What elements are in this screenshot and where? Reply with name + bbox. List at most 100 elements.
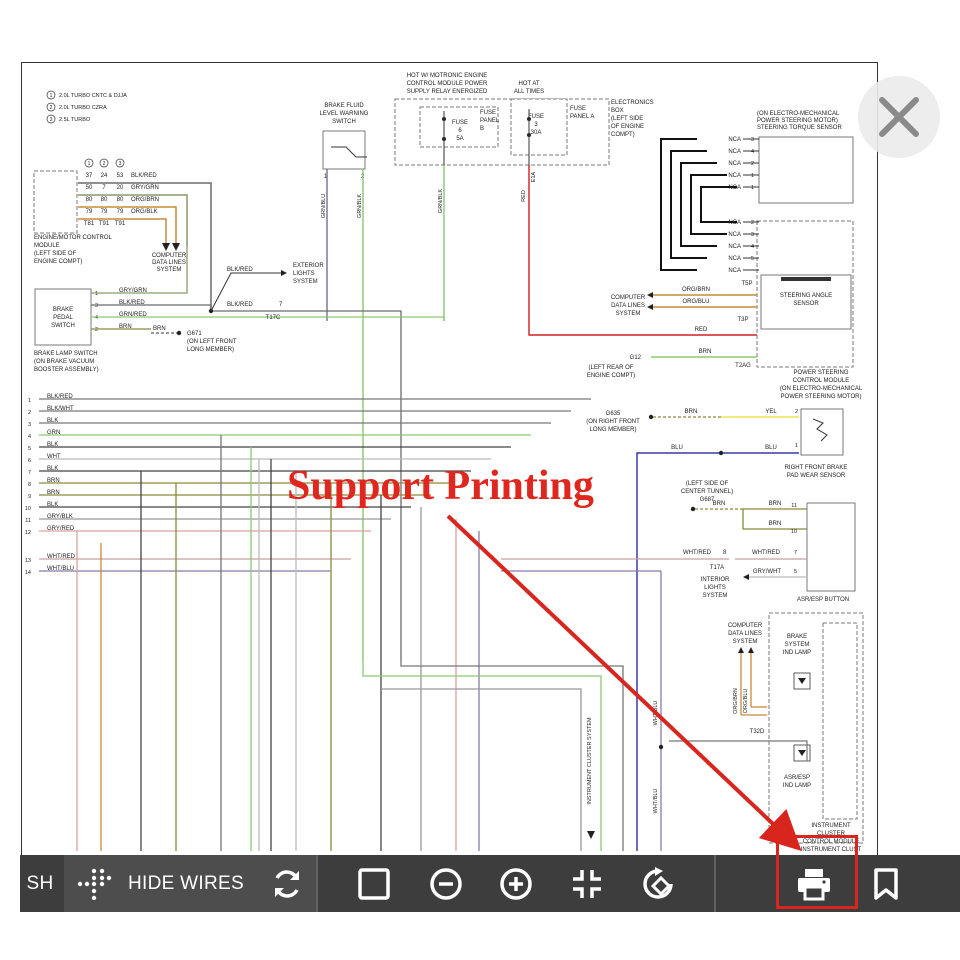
wire-org-brn bbox=[78, 206, 177, 247]
hide-wires-button[interactable]: HIDE WIRES bbox=[76, 855, 256, 912]
fuse-panel-b-label: FUSE bbox=[480, 110, 496, 116]
shrink-icon bbox=[573, 869, 601, 898]
arrow-head bbox=[748, 647, 754, 653]
bus-wire-number: 5 bbox=[28, 446, 31, 452]
hot-motronic-label: CONTROL MODULE POWER bbox=[407, 81, 488, 87]
zoom-in-button[interactable] bbox=[494, 855, 538, 912]
bus-wire-number: 4 bbox=[28, 434, 31, 440]
left-rear-label: ENGINE COMPT) bbox=[587, 373, 635, 379]
fuse-b-label: FUSE bbox=[528, 114, 544, 120]
hot-at-label: HOT AT bbox=[518, 81, 539, 87]
refresh-button[interactable] bbox=[265, 855, 309, 912]
ecm-pin-value: T81 bbox=[84, 221, 95, 227]
legend-marker bbox=[46, 90, 56, 100]
hot-at-label: ALL TIMES bbox=[514, 89, 544, 95]
wire-red bbox=[528, 165, 757, 336]
electronics-box-label: (LEFT SIDE bbox=[611, 116, 643, 122]
brake-lamp-label: BOOSTER ASSEMBLY) bbox=[34, 367, 99, 373]
ecm-label: ENGINE/MOTOR CONTROL bbox=[34, 235, 113, 241]
computer-data-lines-2-label: COMPUTER bbox=[611, 295, 646, 301]
brake-ind-label: BRAKE bbox=[787, 634, 807, 640]
wire-label: ORG/BLU bbox=[743, 689, 749, 714]
pin-number: 1 bbox=[324, 174, 328, 180]
ecm-label: (LEFT SIDE OF bbox=[34, 251, 77, 257]
bus-wire-label: WHT/BLU bbox=[47, 566, 74, 572]
instrument-label: CLUSTER bbox=[817, 831, 846, 837]
hide-wires-group bbox=[64, 855, 316, 912]
bus-wire-label: BRN bbox=[47, 478, 60, 484]
fuse-panel-a-box bbox=[510, 98, 568, 156]
pin-number: 3 bbox=[95, 303, 98, 309]
zoom-out-button[interactable] bbox=[424, 855, 468, 912]
wire-label: RED bbox=[695, 327, 708, 333]
arrow-head bbox=[647, 292, 653, 298]
instrument-label: INSTRUMENT CLUST bbox=[801, 847, 862, 853]
ecm-label: ENGINE COMPT) bbox=[34, 259, 82, 265]
steering-angle-label: SENSOR bbox=[793, 301, 819, 307]
connector-label: T17C bbox=[266, 315, 281, 321]
legend-marker bbox=[46, 114, 56, 124]
brake-fluid-label: SWITCH bbox=[332, 119, 356, 125]
rotate-button[interactable] bbox=[636, 855, 680, 912]
pin-number: 7 bbox=[794, 550, 797, 556]
ecm-pin-value: BLK/RED bbox=[131, 173, 157, 179]
shrink-button[interactable] bbox=[565, 855, 609, 912]
wire-label: WHT/BLU bbox=[653, 789, 659, 814]
wire-gry-grn bbox=[91, 247, 188, 294]
splice-dot bbox=[658, 744, 664, 750]
bus-wire-label: BRN bbox=[47, 490, 60, 496]
nca-label: NCA bbox=[728, 149, 741, 155]
nca-pin: 3 bbox=[751, 137, 754, 143]
fuse-panel-b-label: PANEL bbox=[480, 118, 500, 124]
fit-page-button[interactable] bbox=[354, 855, 394, 912]
legend-text: 2.5L TURBO bbox=[59, 117, 91, 123]
hot-motronic-label: HOT W/ MOTRONIC ENGINE bbox=[407, 73, 488, 79]
nca-pin: 5 bbox=[751, 256, 754, 262]
ecm-pin-value: 80 bbox=[117, 197, 124, 203]
nca-label: NCA bbox=[728, 232, 741, 238]
wire-label: GRN/BLK bbox=[357, 194, 363, 218]
nca-pin: 1 bbox=[751, 185, 754, 191]
wire-blk-red bbox=[210, 272, 281, 312]
fuse-b-label: 3 bbox=[534, 122, 538, 128]
nca-pin: 4 bbox=[751, 244, 754, 250]
connector-label: T32D bbox=[750, 729, 765, 735]
ps-module-label: (ON ELECTRO-MECHANICAL bbox=[780, 386, 863, 392]
ecm-pin-value: 80 bbox=[86, 197, 93, 203]
hide-wires-icon bbox=[77, 868, 112, 900]
center-tunnel-label: CENTER TUNNEL) bbox=[681, 489, 733, 495]
arrow-head bbox=[587, 831, 595, 839]
bookmark-icon bbox=[874, 867, 898, 900]
bus-wire-label: BLK bbox=[47, 502, 58, 508]
bus-wire-label: BLK/RED bbox=[47, 394, 73, 400]
wire-label: BRN bbox=[713, 501, 726, 507]
computer-data-lines-label: SYSTEM bbox=[157, 267, 182, 273]
legend-text: 2.0L TURBO CNTC & DJJA bbox=[59, 93, 127, 99]
pin-number: 2 bbox=[95, 327, 98, 333]
close-button[interactable] bbox=[858, 76, 940, 158]
legend-marker bbox=[46, 102, 56, 112]
print-button[interactable] bbox=[792, 855, 836, 912]
ecm-pin-value: 53 bbox=[117, 173, 124, 179]
bus-wire-number: 10 bbox=[25, 506, 31, 512]
led-symbol bbox=[798, 678, 806, 684]
bus-wire-label: GRY/BLK bbox=[47, 514, 73, 520]
nca-pin: 2 bbox=[751, 220, 754, 226]
exterior-lights-label: LIGHTS bbox=[293, 271, 315, 277]
ground-g687 bbox=[690, 506, 696, 512]
interior-lights-label: INTERIOR bbox=[701, 577, 730, 583]
eps-motor-label: (ON ELECTRO-MECHANICAL bbox=[757, 111, 840, 117]
ecm-pin-value: 79 bbox=[117, 209, 124, 215]
wire-label: BRN bbox=[685, 409, 698, 415]
computer-data-lines-3-label: SYSTEM bbox=[733, 639, 758, 645]
g671-label: LONG MEMBER) bbox=[187, 347, 234, 353]
switch-contact bbox=[331, 146, 367, 158]
wire-label: WHT/RED bbox=[683, 550, 712, 556]
ecm-pin-value: 79 bbox=[86, 209, 93, 215]
bookmark-button[interactable] bbox=[866, 855, 906, 912]
arrow-head bbox=[281, 270, 287, 276]
partial-tab[interactable]: SH bbox=[20, 855, 60, 912]
wire-label: YEL bbox=[765, 409, 777, 415]
